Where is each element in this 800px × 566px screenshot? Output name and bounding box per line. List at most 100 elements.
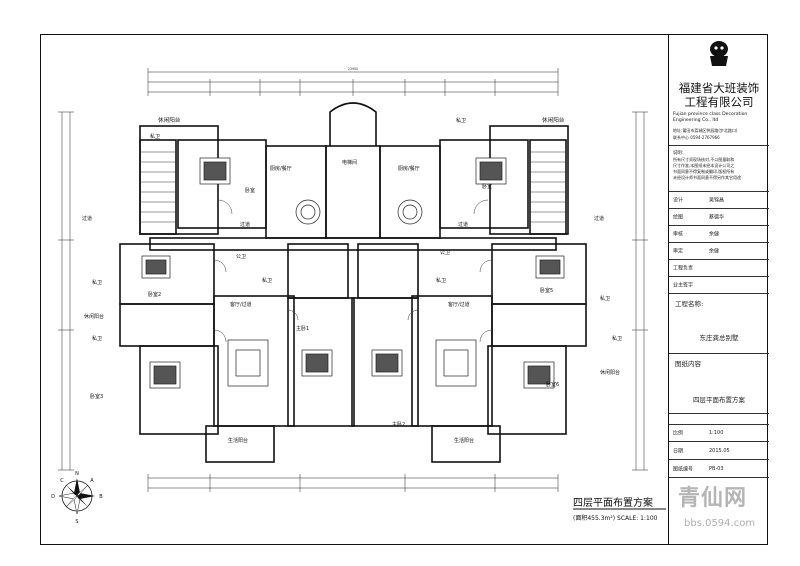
tb-row-label: 绘图 <box>673 214 684 221</box>
meta-row-label: 图纸编号 <box>673 466 694 472</box>
room-corridor-center-right: 过道 <box>458 221 468 228</box>
room-labels: 休闲阳台 休闲阳台 私卫 私卫 卧室 卧室 厨房/餐厅 厨房/餐厅 电梯间 过道… <box>82 116 622 444</box>
notes-line: 尺寸作准,本图纸未经本设计公司之 <box>673 163 735 168</box>
tb-row-label: 审定 <box>673 248 684 255</box>
tb-row-label: 审核 <box>673 231 684 238</box>
tb-row: 业主签字 <box>669 277 769 294</box>
meta-row-label: 比例 <box>673 430 684 437</box>
room-rest-balcony-left: 休闲阳台 <box>158 116 181 124</box>
company-logo-icon <box>710 41 728 66</box>
room-bath-low-left: 私卫 <box>92 335 102 342</box>
room-rest-balcony-right: 休闲阳台 <box>542 116 565 124</box>
room-bedroom-top-right: 卧室 <box>482 183 492 190</box>
notes-line: 未经设计师书面同意不得另作其它用途 <box>673 175 741 180</box>
tb-row-value: 蔡德华 <box>709 214 725 221</box>
room-living-right: 客厅/过道 <box>448 301 470 308</box>
drawing-title: 四层平面布置方案 <box>573 496 653 509</box>
meta-row: 图纸编号 PB-03 <box>669 460 769 478</box>
watermark: 青仙网 bbs.0594.com <box>668 472 778 548</box>
tb-row-value: 余健 <box>709 248 720 255</box>
tb-row: 审核 余健 <box>669 226 769 243</box>
tb-row: 审定 余健 <box>669 243 769 260</box>
title-block: 福建省大班装饰 工程有限公司 Fujian province class Dec… <box>668 34 769 545</box>
overall-dimension: 23900 <box>348 67 358 71</box>
door-swings <box>213 199 493 343</box>
tb-row: 绘图 蔡德华 <box>669 209 769 226</box>
tb-row: 设计 吴锦昌 <box>669 192 769 209</box>
meta-row-value: 2015.05 <box>709 447 730 454</box>
watermark-url: bbs.0594.com <box>684 518 756 529</box>
watermark-text: 青仙网 <box>678 485 748 511</box>
company-block: 福建省大班装饰 工程有限公司 Fujian province class Dec… <box>669 34 769 146</box>
furniture-dining <box>295 199 423 225</box>
dimension-lines-sides <box>58 111 648 471</box>
compass-nw: C <box>60 478 64 484</box>
room-living-left: 客厅/过道 <box>230 301 252 308</box>
compass-ne: A <box>90 478 94 484</box>
room-bedroom2: 卧室2 <box>148 291 161 298</box>
company-name-line2: 工程有限公司 <box>684 95 754 109</box>
notes-title: 说明: <box>673 151 684 156</box>
tb-row-value: 吴锦昌 <box>709 197 725 204</box>
room-bath-side-left: 私卫 <box>92 279 102 286</box>
room-elevator: 电梯间 <box>342 159 357 166</box>
tb-row: 工程负责 <box>669 260 769 277</box>
room-bedroom5: 卧室5 <box>540 287 553 294</box>
notes-line: 书面同意不得复制或翻印,版权所有 <box>673 169 735 174</box>
room-master2: 主卧2 <box>392 421 405 428</box>
sheet-value: 四层平面布置方案 <box>693 396 745 404</box>
room-corridor-left: 过道 <box>82 215 92 222</box>
room-bath-top-right: 私卫 <box>456 117 466 124</box>
compass-west: D <box>51 494 55 500</box>
notes-line: 所有尺寸须现场核对,不以图量取和 <box>673 157 735 162</box>
meta-row-value: PB-03 <box>709 465 724 472</box>
tb-row-label: 设计 <box>673 197 684 204</box>
furniture-living <box>227 339 477 387</box>
room-rest-balcony-side-left: 休闲阳台 <box>84 313 104 320</box>
company-address: 地址:莆田市荔城区拱辰路(步北路口) <box>673 128 738 133</box>
room-kitchen-right: 厨房/餐厅 <box>398 165 420 172</box>
room-bath-top-left: 私卫 <box>150 133 160 140</box>
project-block: 工程名称: 东庄龚总别墅 <box>669 294 769 354</box>
walls <box>119 102 587 463</box>
notes-block: 说明: 所有尺寸须现场核对,不以图量取和 尺寸作准,本图纸未经本设计公司之 书面… <box>669 146 769 192</box>
room-bedroom6: 卧室6 <box>546 381 559 388</box>
room-bedroom3: 卧室3 <box>90 393 103 400</box>
dimension-lines-bottom <box>147 474 559 492</box>
room-corridor-right: 过道 <box>594 215 604 222</box>
room-life-balcony-right: 生活阳台 <box>454 437 474 444</box>
drawing-frame <box>40 34 768 545</box>
room-bath-mid-left: 私卫 <box>262 277 272 284</box>
compass-north: N <box>75 471 79 477</box>
room-master1: 主卧1 <box>296 325 309 332</box>
company-contact: 联系中心 0594-2767966 <box>673 135 720 140</box>
tb-row-label: 业主签字 <box>673 282 694 289</box>
compass-south: S <box>75 519 78 525</box>
tb-row-value: 余健 <box>709 231 720 238</box>
dimension-lines-top <box>147 68 559 96</box>
furniture-beds <box>141 157 565 389</box>
drawing-title-block: 四层平面布置方案 (面积455.3m²) SCALE: 1:100 <box>573 496 666 522</box>
drawing-subtitle: (面积455.3m²) SCALE: 1:100 <box>573 514 658 522</box>
room-bedroom-top-left: 卧室 <box>245 187 255 194</box>
room-bath-mid-right: 私卫 <box>436 277 446 284</box>
project-label: 工程名称: <box>675 300 704 308</box>
room-rest-balcony-side-right: 休闲阳台 <box>600 369 620 376</box>
compass-rose: N S B D A C <box>51 471 103 525</box>
stairs <box>140 151 566 223</box>
tb-row-label: 工程负责 <box>673 265 694 272</box>
room-bath-side-right: 私卫 <box>600 295 610 302</box>
company-name-line1: 福建省大班装饰 <box>678 81 760 95</box>
sheet-block: 图纸内容 四层平面布置方案 <box>669 354 769 414</box>
room-kitchen-left: 厨房/餐厅 <box>270 165 292 172</box>
sheet-label: 图纸内容 <box>675 360 701 368</box>
compass-east: B <box>99 494 103 500</box>
room-life-balcony-left: 生活阳台 <box>228 437 248 444</box>
room-pub-bath-right: 公卫 <box>440 250 450 256</box>
notes-lines: 所有尺寸须现场核对,不以图量取和 尺寸作准,本图纸未经本设计公司之 书面同意不得… <box>673 157 741 181</box>
room-corridor-center-left: 过道 <box>240 221 250 228</box>
